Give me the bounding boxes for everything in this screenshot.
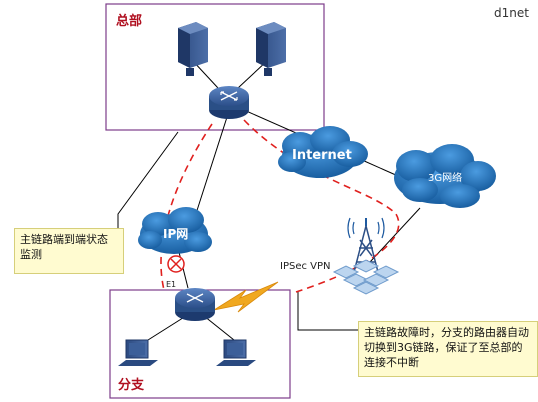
ip-network-label: IP网 [163, 227, 189, 241]
link-internet-3g [361, 159, 399, 177]
interface-label: E1 [166, 280, 177, 289]
hq-box [105, 3, 325, 131]
links [117, 59, 421, 341]
server-icon [256, 22, 286, 76]
g3-cloud [394, 144, 496, 208]
g3-network-label: 3G网络 [428, 173, 463, 184]
callout-failover-leader [297, 292, 358, 331]
link-failure-icon [167, 255, 185, 273]
cell-tower-icon [332, 217, 400, 295]
pc-icon [118, 339, 158, 366]
router-icon [175, 288, 215, 321]
link-hq-ip [191, 113, 229, 227]
internet-label: Internet [292, 148, 352, 163]
server-icon [178, 22, 208, 76]
link-branch-pc-left [147, 315, 187, 341]
ip-cloud [138, 207, 212, 254]
hq-title: 总部 [116, 14, 143, 29]
router-icon [209, 86, 249, 119]
failover-callout: 主链路故障时，分支的路由器自动切换到3G链路，保证了至总部的连接不中断 [358, 321, 538, 377]
wireless-link-icon [213, 281, 279, 313]
link-branch-pc-right [203, 315, 235, 341]
primary-path [160, 123, 213, 291]
vpn-label: IPSec VPN [280, 261, 331, 272]
branch-title: 分支 [118, 378, 145, 393]
pc-icon [216, 339, 256, 366]
internet-cloud [278, 126, 368, 178]
link-3g-tower [369, 207, 421, 263]
monitor-callout: 主链路端到端状态监测 [14, 228, 124, 274]
watermark: d1net [494, 6, 529, 20]
